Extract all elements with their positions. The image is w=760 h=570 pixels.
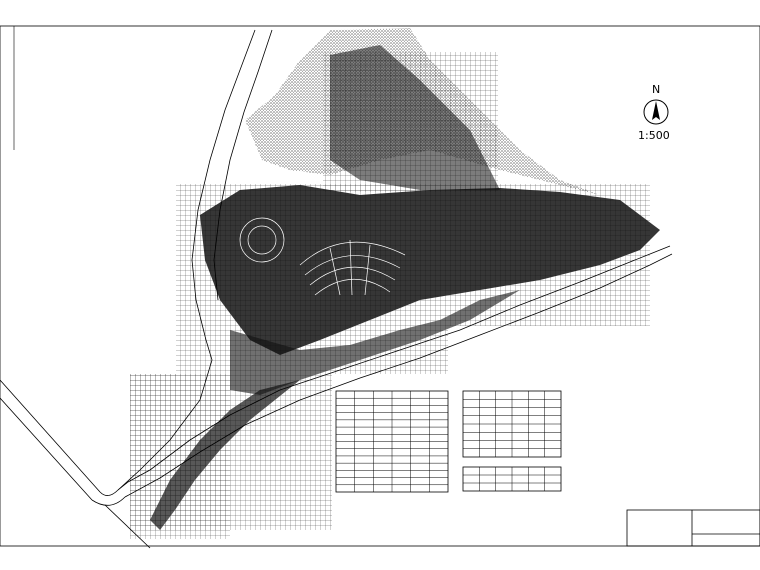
planting-band bbox=[150, 185, 660, 530]
scale-label: 1:500 bbox=[638, 129, 670, 142]
terrain-hatching bbox=[245, 28, 600, 195]
central-plaza bbox=[239, 217, 406, 296]
title-block bbox=[626, 509, 760, 547]
site-boundary bbox=[117, 29, 673, 498]
access-road bbox=[0, 379, 151, 549]
legend-table bbox=[335, 390, 449, 493]
schedule-table-lower bbox=[462, 466, 562, 492]
north-label: N bbox=[652, 83, 660, 96]
north-arrow: N 1:500 bbox=[638, 83, 670, 142]
schedule-table-upper bbox=[462, 390, 562, 458]
